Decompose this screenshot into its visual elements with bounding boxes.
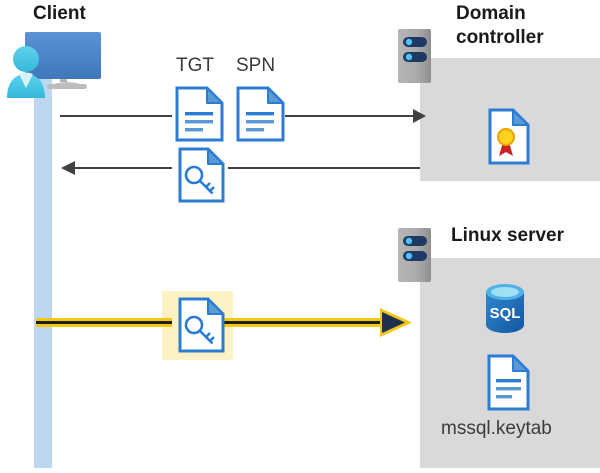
sql-database-icon: SQL: [486, 284, 524, 333]
document-icon-tgt: [175, 86, 224, 142]
label-spn: SPN: [236, 55, 276, 76]
flow-response-arrow: [61, 161, 420, 175]
key-document-icon-highlighted: [178, 297, 225, 353]
label-tgt: TGT: [176, 55, 214, 76]
server-rack-icon-domain-controller: [398, 29, 431, 83]
user-monitor-icon: [7, 32, 101, 98]
label-keytab-filename: mssql.keytab: [441, 418, 552, 439]
page-title-domain-controller-line1: Domain: [456, 3, 526, 24]
page-title-domain-controller-line2: controller: [456, 27, 544, 48]
page-title-linux-server: Linux server: [451, 225, 564, 246]
certificate-document-icon: [488, 108, 530, 165]
server-rack-icon-linux: [398, 228, 431, 282]
page-title-client: Client: [33, 3, 86, 24]
document-icon-spn: [236, 86, 285, 142]
flow-request-arrow: [60, 109, 426, 123]
flow-keytab-arrow: [36, 308, 412, 337]
client-lifeline: [34, 72, 52, 468]
key-document-icon-response: [178, 147, 225, 203]
svg-text:SQL: SQL: [490, 305, 521, 322]
document-icon-keytab: [487, 354, 530, 411]
